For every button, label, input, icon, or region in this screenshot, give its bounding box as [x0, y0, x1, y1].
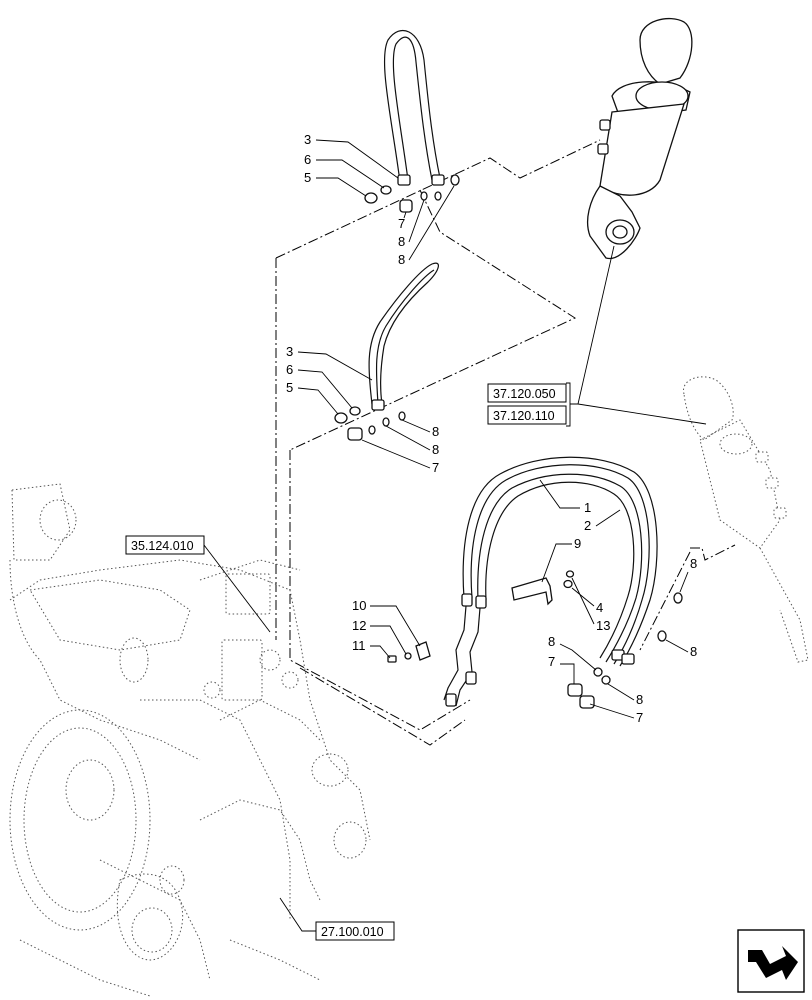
assembly-lines [275, 139, 736, 746]
o-ring [398, 411, 406, 421]
banjo-bolt [399, 199, 413, 213]
callout-8: 8 [548, 634, 555, 649]
reference-box[interactable] [487, 383, 567, 403]
middle-hose-callouts: 3 6 5 8 8 7 [286, 344, 439, 475]
callout-7: 7 [398, 216, 405, 231]
callout-7: 7 [636, 710, 643, 725]
transmission-housing [9, 483, 371, 997]
hose-fitting [431, 174, 445, 186]
o-ring [420, 191, 428, 201]
next-page-arrow-icon[interactable] [737, 929, 805, 993]
callout-8: 8 [636, 692, 643, 707]
reference-37-120-050[interactable]: 37.120.050 [493, 387, 556, 401]
top-hose-callouts: 3 6 5 7 8 8 [304, 132, 455, 267]
right-hardware [567, 592, 683, 709]
callout-2: 2 [584, 518, 591, 533]
reference-37-120-110[interactable]: 37.120.110 [493, 409, 555, 423]
cylinder-references: 37.120.050 37.120.110 [487, 245, 707, 427]
callout-6: 6 [286, 362, 293, 377]
o-ring [368, 425, 376, 435]
callout-5: 5 [304, 170, 311, 185]
reference-27-100-010[interactable]: 27.100.010 [321, 925, 384, 939]
callout-8: 8 [690, 556, 697, 571]
callout-4: 4 [596, 600, 603, 615]
callout-6: 6 [304, 152, 311, 167]
adapter [334, 412, 348, 424]
callout-13: 13 [596, 618, 610, 633]
reference-box[interactable] [487, 405, 567, 425]
callout-12: 12 [352, 618, 366, 633]
callout-10: 10 [352, 598, 366, 613]
o-ring [434, 191, 442, 201]
bracket-assembly [387, 570, 575, 663]
banjo-bolt [347, 427, 363, 441]
long-hose-pair [443, 456, 658, 707]
callout-5: 5 [286, 380, 293, 395]
callout-7: 7 [432, 460, 439, 475]
lift-cylinder-lower [683, 376, 809, 663]
callout-7: 7 [548, 654, 555, 669]
hose-fitting [371, 399, 385, 411]
long-hose-callouts: 1 2 9 4 13 10 12 11 8 8 8 7 8 7 [352, 479, 697, 725]
middle-hose-assembly [334, 262, 439, 441]
hose-fitting [397, 174, 411, 186]
adapter [364, 192, 378, 204]
o-ring [349, 406, 361, 416]
callout-8: 8 [398, 252, 405, 267]
callout-8: 8 [690, 644, 697, 659]
callout-8: 8 [398, 234, 405, 249]
callout-8: 8 [432, 424, 439, 439]
callout-3: 3 [304, 132, 311, 147]
reference-35-124-010[interactable]: 35.124.010 [131, 539, 194, 553]
callout-11: 11 [352, 638, 366, 653]
o-ring [450, 174, 460, 186]
callout-8: 8 [432, 442, 439, 457]
o-ring [382, 417, 390, 427]
callout-3: 3 [286, 344, 293, 359]
housing-references: 35.124.010 27.100.010 [125, 535, 395, 941]
lift-cylinder-upper [586, 18, 693, 260]
callout-1: 1 [584, 500, 591, 515]
callout-9: 9 [574, 536, 581, 551]
